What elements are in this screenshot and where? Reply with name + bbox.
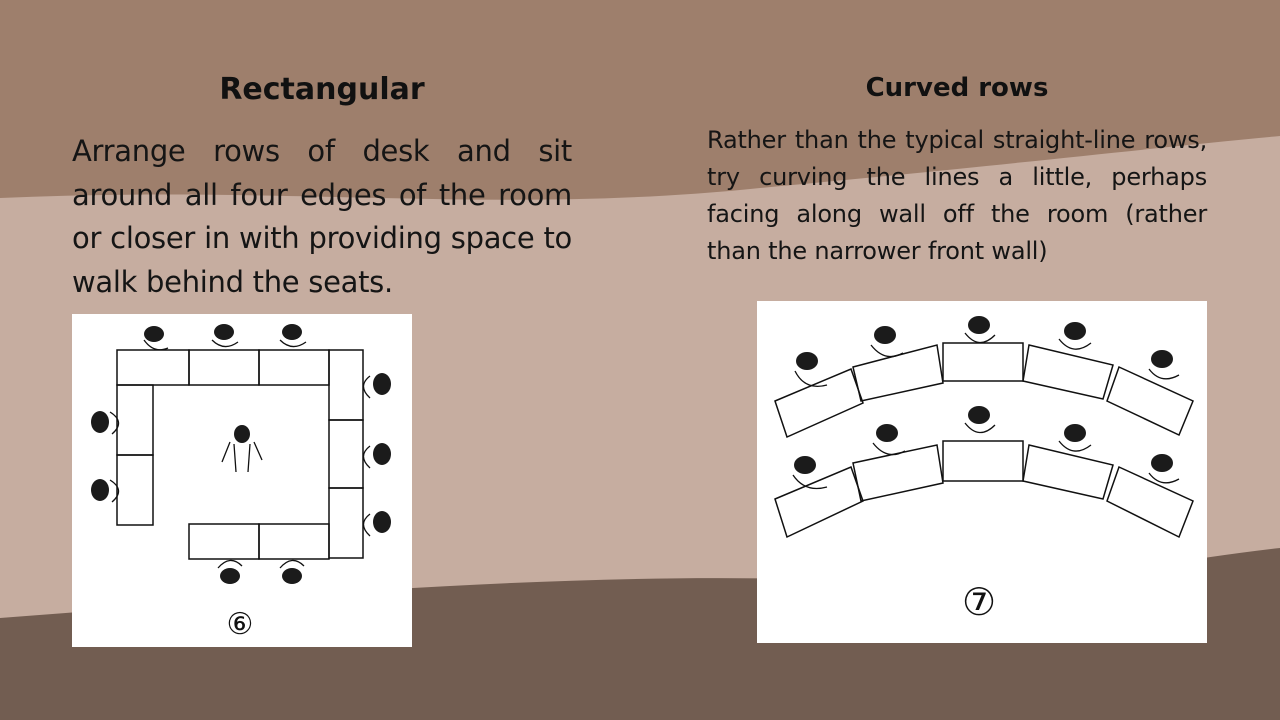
rectangular-description: Arrange rows of desk and sit around all … (72, 134, 572, 299)
rectangular-layout-drawing: ⑥ (91, 324, 391, 642)
figure-6-number: ⑥ (227, 607, 254, 642)
curved-rows-heading: Curved rows (865, 73, 1049, 103)
curved-rows-drawing: ⑦ (774, 316, 1194, 624)
rectangular-layout-illustration: ⑥ (72, 314, 412, 647)
rectangular-heading: Rectangular (219, 72, 425, 107)
curved-rows-description: Rather than the typical straight-line ro… (707, 126, 1207, 265)
curved-rows-illustration: ⑦ (757, 301, 1207, 643)
figure-7-number: ⑦ (962, 580, 996, 624)
